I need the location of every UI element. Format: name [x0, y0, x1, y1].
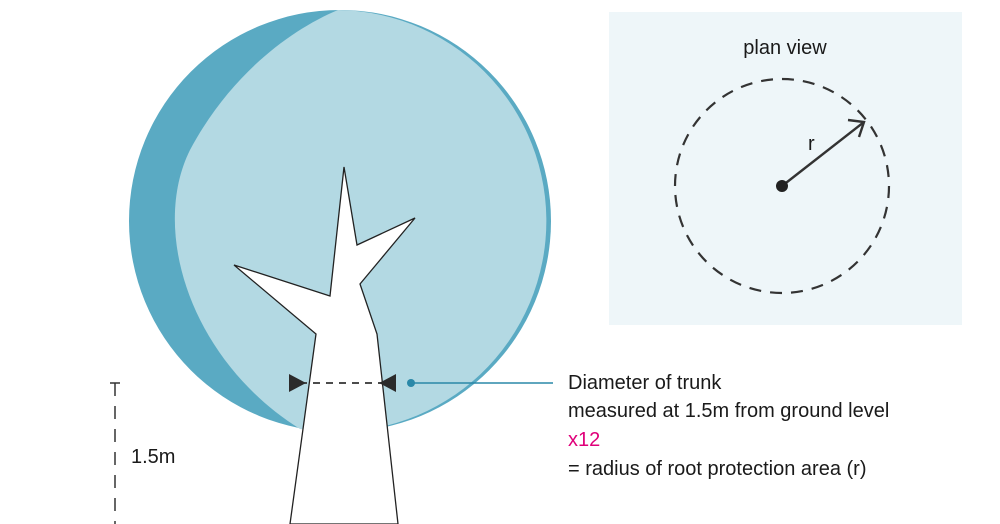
- trunk-diameter-marker: [289, 374, 553, 392]
- radius-line: [781, 121, 865, 187]
- height-marker: 1.5m: [110, 382, 175, 524]
- root-protection-circle: [673, 77, 891, 295]
- left-arrowhead: [289, 374, 306, 392]
- canopy-highlight: [174, 10, 547, 432]
- height-label: 1.5m: [131, 446, 175, 468]
- plan-view-title: plan view: [743, 37, 827, 59]
- plan-view-background: [609, 12, 962, 325]
- annotation-line-2: measured at 1.5m from ground level: [568, 400, 889, 422]
- radius-arrowhead: [847, 118, 866, 138]
- tree-trunk: [233, 166, 416, 524]
- right-arrowhead: [379, 374, 396, 392]
- radius-label: r: [808, 133, 815, 155]
- pointer-dot: [407, 379, 415, 387]
- center-point: [776, 180, 788, 192]
- annotation-line-4: = radius of root protection area (r): [568, 458, 866, 480]
- annotation: Diameter of trunk measured at 1.5m from …: [568, 372, 889, 480]
- plan-view-panel: plan view r: [609, 12, 962, 325]
- annotation-multiplier: x12: [568, 429, 600, 451]
- annotation-line-1: Diameter of trunk: [568, 372, 722, 394]
